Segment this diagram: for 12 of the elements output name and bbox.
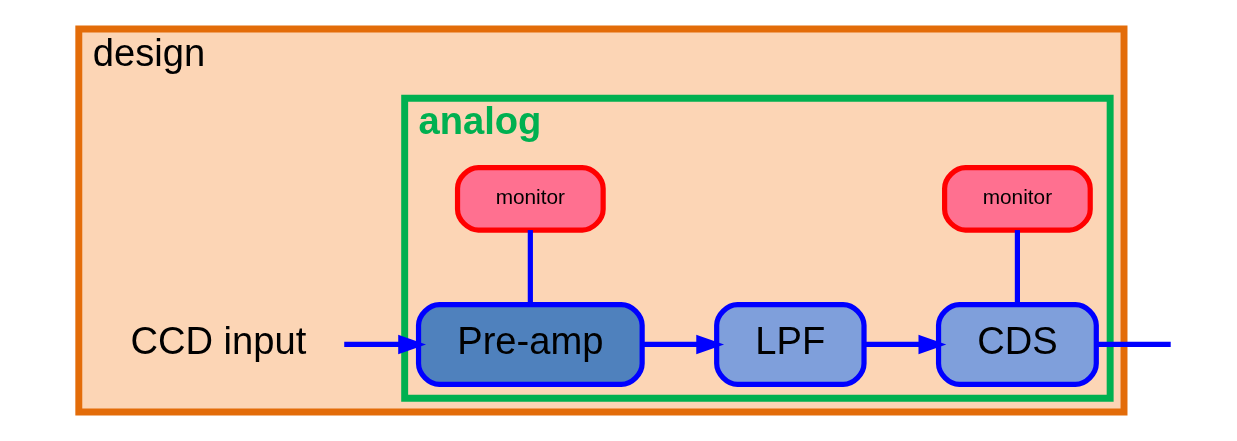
arrow bbox=[344, 334, 426, 355]
node-box: CDS bbox=[935, 301, 1099, 387]
node-text: CCD input bbox=[130, 319, 307, 363]
node-box: monitor bbox=[942, 165, 1093, 233]
node-box: LPF bbox=[714, 301, 867, 387]
connector bbox=[1096, 341, 1171, 348]
node-box: monitor bbox=[454, 165, 606, 233]
arrow bbox=[864, 334, 947, 355]
connector bbox=[527, 230, 533, 305]
connector bbox=[1014, 230, 1020, 305]
node-box: Pre-amp bbox=[415, 301, 645, 387]
arrow bbox=[642, 334, 725, 355]
